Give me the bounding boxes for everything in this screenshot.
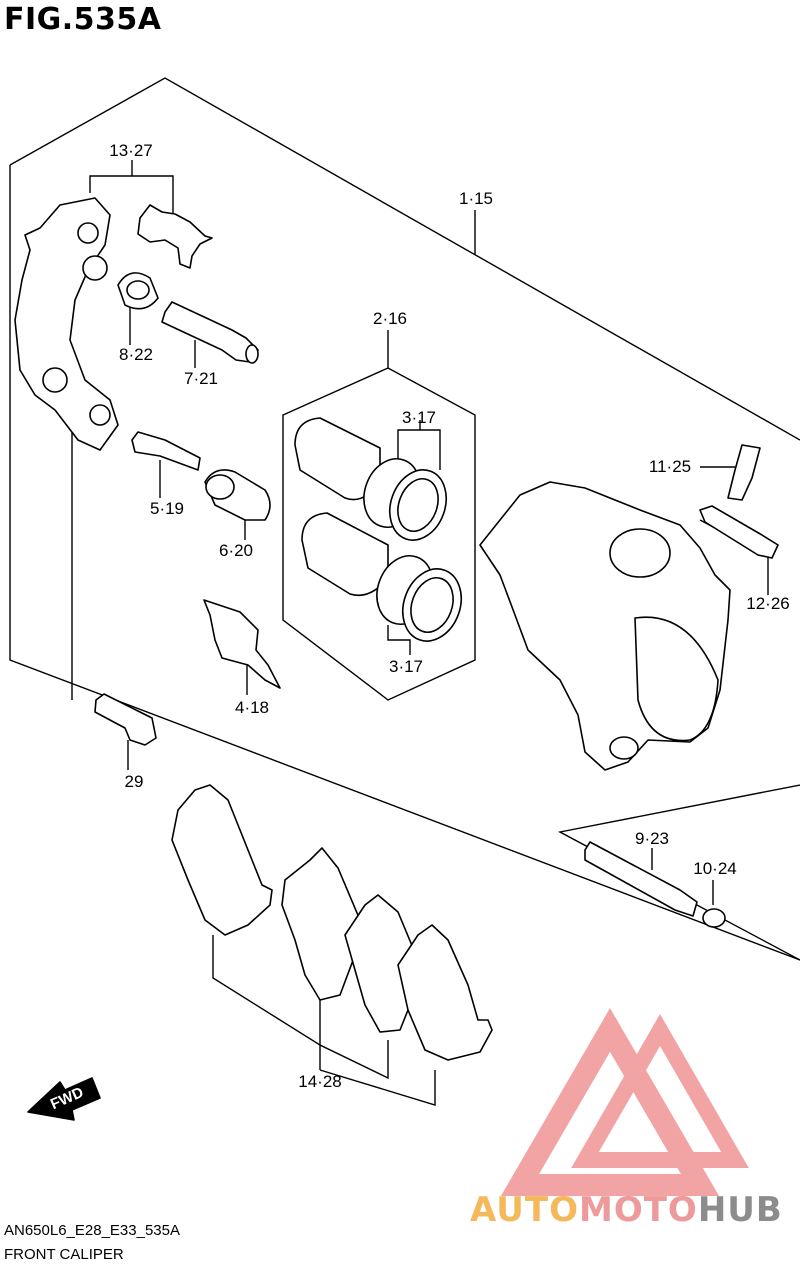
callout-8-22: 8·22 [118,345,154,364]
pad-spring [203,599,281,689]
callout-1-15: 1·15 [458,189,494,208]
slide-pin-upper [161,301,259,363]
callout-4-18: 4·18 [234,698,270,717]
brand-part-hub: HUB [697,1190,783,1230]
callout-6-20: 6·20 [218,541,254,560]
callout-2-16: 2·16 [372,309,408,328]
callout-29: 29 [124,772,144,791]
callout-7-21: 7·21 [183,369,219,388]
retaining-plate [699,505,779,559]
figure-title: FIG.535A [4,2,162,37]
brake-pad-2 [281,847,361,1001]
diagram-code: AN650L6_E28_E33_535A [4,1222,180,1239]
callout-5-19: 5·19 [149,499,185,518]
callout-11-25: 11·25 [648,457,692,476]
brand-part-auto: AUTO [470,1190,579,1230]
callout-13-27: 13·27 [109,141,153,160]
leader-3-17-top [397,429,441,470]
slide-pin-lower [131,431,201,471]
callout-3-17-bottom: 3·17 [388,657,424,676]
bleeder-valve [727,444,761,501]
callout-10-24: 10·24 [693,859,737,878]
mounting-bolt [94,693,157,746]
fwd-arrow [27,1077,101,1121]
assembly-boundary [9,77,800,441]
callout-14-28: 14·28 [298,1072,342,1091]
brand-wordmark: AUTOMOTOHUB [470,1190,783,1230]
diagram-name: FRONT CALIPER [4,1246,124,1263]
spring-clip [137,204,213,269]
plug [702,908,726,928]
brand-part-moto: MOTO [578,1190,698,1230]
leader-3-17-bottom [387,625,411,655]
brake-pad-3 [344,894,419,1033]
pad-pin [584,841,698,917]
leader-14-28 [212,935,321,1070]
assembly-boundary-right [557,784,800,961]
brake-pad-4 [397,924,493,1061]
assembly-boundary-left [9,165,800,961]
callout-9-23: 9·23 [634,829,670,848]
callout-3-17-top: 3·17 [401,408,437,427]
piston-lower [301,512,389,597]
callout-12-26: 12·26 [746,594,790,613]
brand-logo [500,1008,749,1196]
brake-pad-1 [171,784,273,936]
